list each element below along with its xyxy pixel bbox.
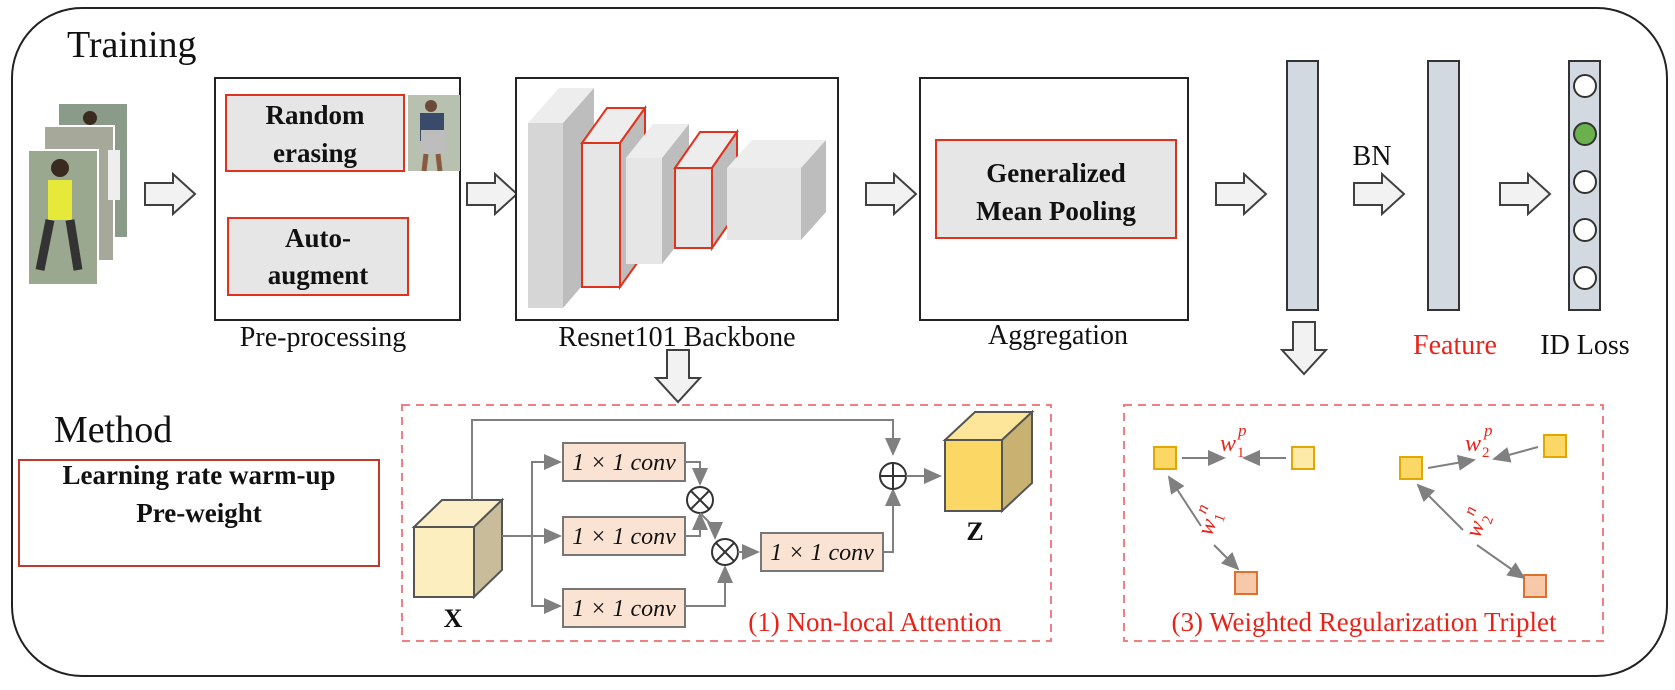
svg-text:1 × 1 conv: 1 × 1 conv (572, 524, 676, 550)
method-box: Learning rate warm-up Pre-weight (18, 459, 380, 567)
non-local-panel (401, 404, 1052, 642)
multiply-op-1 (686, 486, 714, 514)
svg-text:w: w (1220, 431, 1236, 457)
conv-block-g: 1 × 1 conv (562, 588, 686, 628)
weight-w1n: w n 1 (1192, 502, 1230, 539)
anchor-square-1 (1153, 446, 1177, 470)
negative-square-1 (1234, 571, 1258, 595)
feature-label: Feature (1413, 330, 1497, 361)
svg-text:2: 2 (1482, 445, 1490, 461)
bn-feature-bar (1427, 60, 1460, 311)
conv-block-w: 1 × 1 conv (760, 532, 884, 572)
gem-pooling-box: Generalized Mean Pooling (935, 139, 1177, 239)
bn-label: BN (1353, 141, 1392, 172)
svg-text:Random: Random (265, 100, 365, 130)
aggregation-caption: Aggregation (988, 320, 1128, 351)
input-label-x: X (444, 604, 463, 633)
svg-text:Pre-weight: Pre-weight (136, 498, 261, 528)
conv-block-theta: 1 × 1 conv (562, 442, 686, 482)
pedestrian-images (27, 102, 129, 286)
id-loss-nodes (1573, 74, 1597, 290)
triplet-panel (1123, 404, 1604, 642)
non-local-caption: (1) Non-local Attention (748, 607, 1002, 637)
positive-square-2 (1543, 434, 1567, 458)
resnet-blocks (528, 88, 826, 308)
conv-block-phi: 1 × 1 conv (562, 516, 686, 556)
id-loss-label: ID Loss (1540, 330, 1629, 361)
svg-text:erasing: erasing (273, 138, 357, 168)
svg-text:w: w (1465, 431, 1481, 457)
anchor-square-2 (1399, 456, 1423, 480)
autoaugment-box: Auto- augment (227, 217, 409, 296)
svg-text:1 × 1 conv: 1 × 1 conv (572, 450, 676, 476)
backbone-caption: Resnet101 Backbone (558, 322, 795, 353)
svg-text:Learning rate warm-up: Learning rate warm-up (63, 460, 336, 490)
svg-text:1 × 1 conv: 1 × 1 conv (770, 540, 874, 566)
weight-w1p: w p 1 (1220, 421, 1247, 461)
weight-w2p: w p 2 (1465, 421, 1493, 461)
id-node (1573, 74, 1597, 98)
id-node (1573, 170, 1597, 194)
method-title: Method (54, 409, 172, 451)
id-node-active (1573, 122, 1597, 146)
triplet-caption: (3) Weighted Regularization Triplet (1171, 607, 1557, 637)
svg-text:p: p (1237, 421, 1247, 440)
output-label-z: Z (966, 517, 983, 546)
add-op (879, 462, 907, 490)
pooled-feature-bar (1286, 60, 1319, 311)
negative-square-2 (1523, 574, 1547, 598)
preprocessing-caption: Pre-processing (240, 322, 406, 353)
multiply-op-2 (711, 538, 739, 566)
svg-text:1: 1 (1237, 445, 1245, 461)
output-cube-z (942, 409, 1035, 514)
svg-text:Auto-: Auto- (285, 223, 351, 253)
random-erasing-box: Random erasing (225, 94, 405, 172)
positive-square-1 (1291, 446, 1315, 470)
svg-text:1 × 1 conv: 1 × 1 conv (572, 596, 676, 622)
erased-person-thumbnail (408, 95, 460, 172)
svg-text:Generalized: Generalized (986, 158, 1125, 188)
training-title: Training (67, 24, 197, 66)
svg-text:augment: augment (268, 260, 369, 290)
input-cube-x (411, 497, 505, 600)
id-node (1573, 218, 1597, 242)
svg-text:p: p (1483, 421, 1493, 440)
id-node (1573, 266, 1597, 290)
non-local-diagram: X 1 × 1 conv 1 × 1 conv 1 × 1 conv (411, 409, 1035, 633)
svg-text:Mean Pooling: Mean Pooling (976, 196, 1136, 226)
